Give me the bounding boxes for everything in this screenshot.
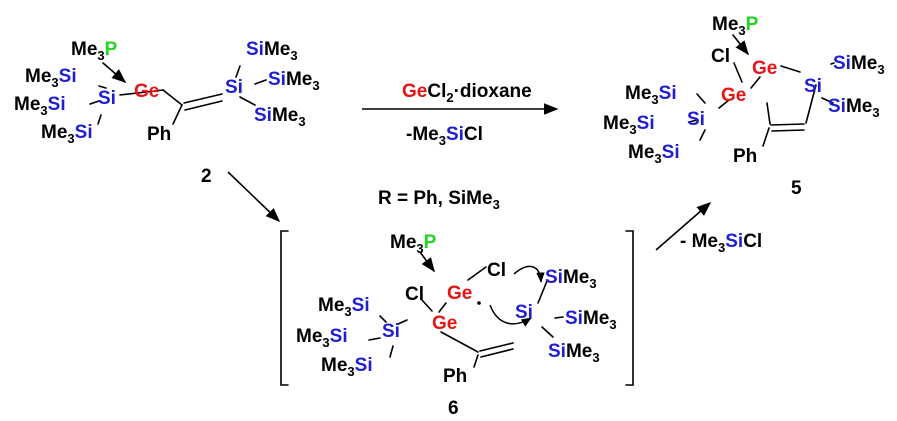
atom-si-center: Si [382,321,400,342]
reagent-gecl2-dioxane: GeCl2·dioxane [402,81,532,105]
atom-ph: Ph [147,124,171,145]
label-compound-6: 6 [448,398,459,419]
atom-ph: Ph [733,146,757,167]
atom-me3si-mid: Me3Si [603,113,655,137]
arrow-2-to-6 [227,171,281,222]
label-compound-5: 5 [791,178,802,199]
atom-ge-radical: Ge [447,283,472,304]
right-bracket [625,230,634,386]
atom-cl-top: Cl [487,260,506,281]
atom-cl: Cl [711,46,730,67]
atom-sime3-bottom: SiMe3 [254,105,306,129]
intermediate-6: Me3P Cl Ge Cl Ge Si SiMe3 SiMe3 SiMe3 Me… [280,230,634,419]
atom-si-center: Si [98,88,116,109]
atom-sime3-bottom: SiMe3 [828,96,880,120]
atom-sime3-top: SiMe3 [833,53,885,77]
atom-ge: Ge [432,313,457,334]
atom-sime3-top: SiMe3 [246,39,298,63]
atom-me3si-bottom: Me3Si [41,122,93,146]
atom-me3si-bottom: Me3Si [321,355,373,379]
atom-me3si-mid: Me3Si [14,94,66,118]
atom-cl-left: Cl [405,284,424,305]
atom-me3si-top: Me3Si [625,83,677,107]
r-definition: R = Ph, SiMe3 [378,188,500,212]
atom-ge: Ge [134,81,159,102]
left-bracket [280,230,289,386]
atom-me3si-top: Me3Si [25,66,77,90]
byproduct-me3sicl: -Me3SiCl [406,124,483,148]
atom-ph: Ph [443,366,467,387]
atom-si-vinyl: Si [225,77,243,98]
label-compound-2: 2 [201,166,212,187]
atom-me3si-bottom: Me3Si [628,142,680,166]
atom-si-ring: Si [804,76,822,97]
atom-me3p: Me3P [71,39,118,63]
compound-5: Me3P Ge Ge Cl Si SiMe3 SiMe3 Me3Si Si Me… [603,14,885,199]
atom-me3si-top: Me3Si [318,295,370,319]
atom-si-center: Si [687,109,705,130]
atom-me3si-mid: Me3Si [296,326,348,350]
atom-sime3-top: SiMe3 [545,267,597,291]
atom-ge-top: Ge [752,58,777,79]
main-reaction-arrow: GeCl2·dioxane -Me3SiCl [362,81,559,148]
atom-sime3-bottom: SiMe3 [548,341,600,365]
atom-si-vinyl: Si [515,302,533,323]
atom-ge-bottom: Ge [721,85,746,106]
arrow-6-to-5 [655,202,712,251]
byproduct-me3sicl-2: - Me3SiCl [680,231,762,255]
radical-dot [477,301,481,305]
atom-me3p: Me3P [712,14,759,38]
atom-sime3-right: SiMe3 [268,69,320,93]
atom-sime3-right: SiMe3 [565,308,617,332]
compound-2: Me3P Ge Me3Si Si Me3Si Me3Si Ph SiMe3 Si… [14,39,320,187]
atom-me3p: Me3P [390,232,437,256]
